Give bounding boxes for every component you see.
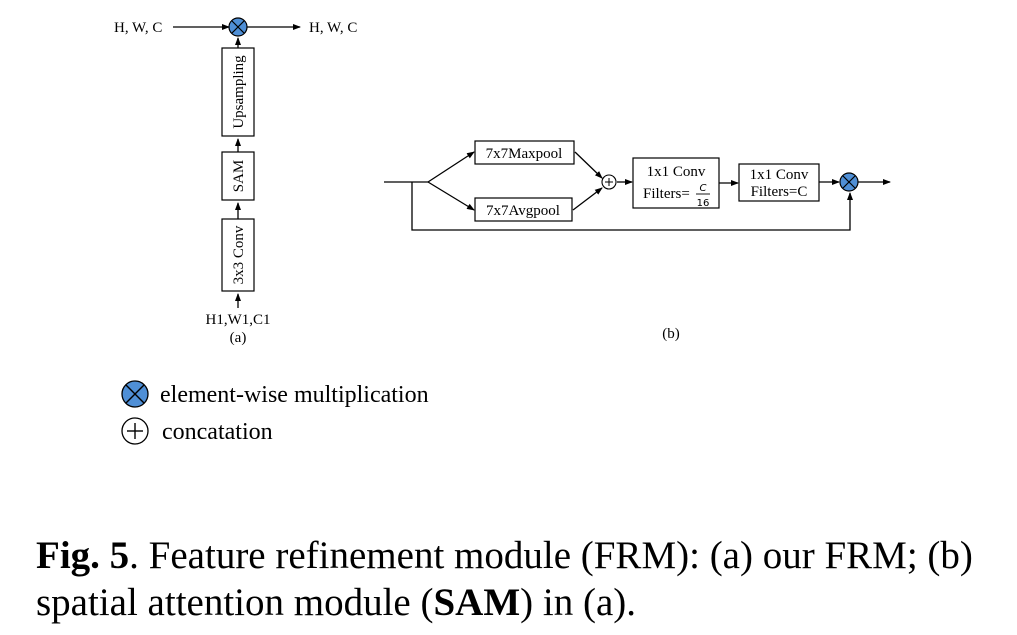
- legend-concat-icon: [121, 417, 149, 445]
- legend-multiply-icon: [121, 380, 149, 408]
- panel-b: 7x7Maxpool 7x7Avgpool 1x1 Conv Filters= …: [384, 140, 891, 342]
- avgpool-block: [474, 197, 573, 222]
- avgpool-label: 7x7Avgpool: [486, 203, 560, 219]
- panel-a: H, W, C H, W, C Upsampling SAM 3x3 Conv …: [114, 17, 357, 346]
- bottom-input-label: H1,W1,C1: [206, 312, 271, 328]
- sam-label: SAM: [231, 160, 247, 193]
- top-output-label: H, W, C: [309, 20, 357, 36]
- skip-connection: [411, 182, 853, 231]
- conv1-frac-num: C: [700, 183, 707, 194]
- conv1-frac-den: 16: [697, 198, 710, 209]
- caption-text-1: . Feature refinement module (FRM): (a) o…: [36, 534, 973, 624]
- upsampling-label: Upsampling: [231, 55, 247, 129]
- maxpool-block: [474, 140, 575, 165]
- multiply-node-a: [228, 17, 248, 37]
- maxpool-label: 7x7Maxpool: [486, 146, 563, 162]
- panel-b-sublabel: (b): [662, 326, 680, 342]
- branch-down-arrow: [427, 181, 475, 211]
- conv2-block: [738, 163, 820, 202]
- top-input-label: H, W, C: [114, 20, 162, 36]
- sam-block: [221, 151, 255, 201]
- conv2-filters: Filters=C: [751, 184, 808, 200]
- merge-up-arrow: [574, 151, 603, 179]
- conv1-filters-prefix: Filters=: [643, 186, 690, 202]
- conv1-block: [632, 157, 720, 209]
- legend-concat-label: concatation: [162, 419, 273, 445]
- conv2-title: 1x1 Conv: [750, 167, 809, 183]
- conv-label: 3x3 Conv: [231, 225, 247, 284]
- branch-up-arrow: [427, 151, 475, 183]
- panel-a-sublabel: (a): [230, 330, 247, 346]
- caption-sam-bold: SAM: [433, 581, 521, 624]
- multiply-node-b: [839, 172, 859, 192]
- legend-multiply-label: element-wise multiplication: [160, 382, 429, 408]
- caption-text-2: ) in (a).: [520, 581, 637, 624]
- conv1-title: 1x1 Conv: [647, 164, 706, 180]
- merge-down-arrow: [572, 187, 603, 211]
- legend: element-wise multiplication concatation: [121, 380, 429, 445]
- caption-fig-label: Fig. 5: [36, 534, 130, 577]
- conv-block: [221, 218, 255, 292]
- figure-caption: Fig. 5. Feature refinement module (FRM):…: [36, 532, 1011, 626]
- concat-node: [601, 174, 617, 190]
- upsampling-block: [221, 47, 255, 137]
